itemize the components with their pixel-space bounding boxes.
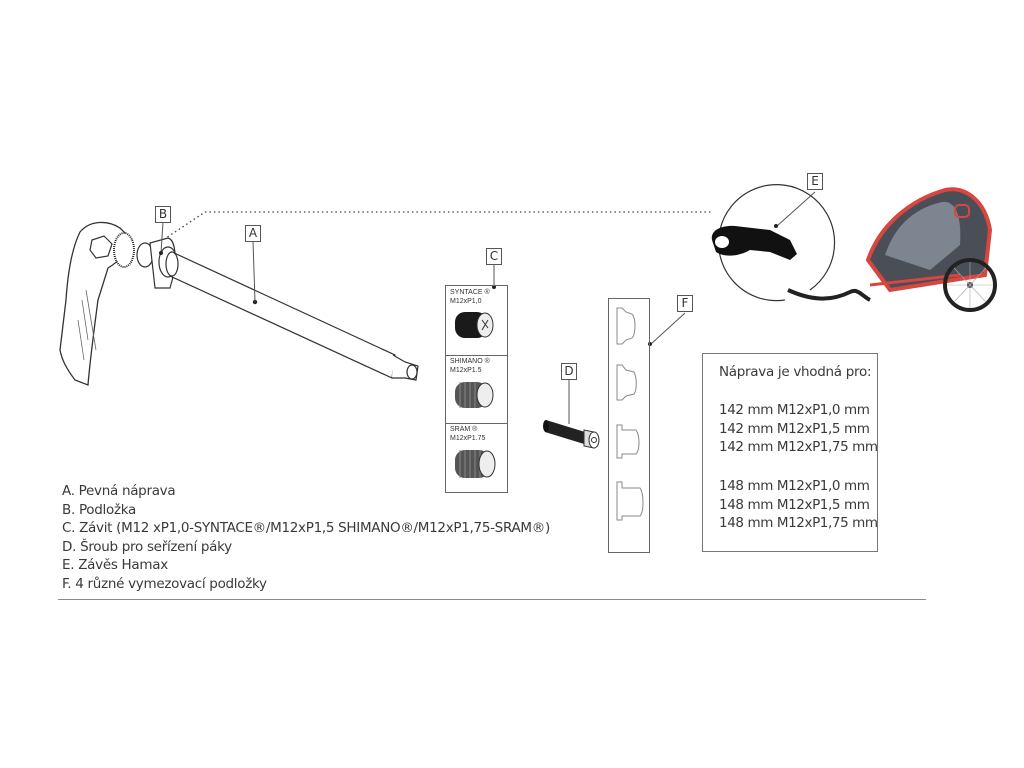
compatibility-box: Náprava je vhodná pro: 142 mm M12xP1,0 m…	[702, 353, 878, 552]
compatibility-item: 148 mm M12xP1,75 mm	[719, 515, 878, 531]
callout-d: D	[561, 363, 577, 380]
legend-item-b: B. Podložka	[62, 501, 136, 518]
compatibility-item: 142 mm M12xP1,5 mm	[719, 420, 870, 437]
callout-b: B	[155, 206, 171, 223]
thread-insert-syntace-icon	[455, 312, 494, 338]
hitch-detail	[711, 184, 836, 302]
thread-variant-syntace: SYNTACE ® M12xP1,0	[446, 286, 507, 356]
thread-spec: M12xP1,0	[450, 298, 482, 305]
screw-icon	[543, 420, 600, 449]
legend-item-d: D. Šroub pro seřízení páky	[62, 538, 232, 555]
thread-variants-panel: SYNTACE ® M12xP1,0 SHIMANO ® M12xP1.5 SR…	[445, 285, 508, 493]
thread-spec: M12xP1.75	[450, 435, 486, 442]
compatibility-item: 148 mm M12xP1,5 mm	[719, 496, 870, 513]
thread-brand: SHIMANO ®	[450, 358, 490, 365]
lever-icon	[59, 221, 135, 386]
compatibility-item: 148 mm M12xP1,0 mm	[719, 478, 870, 494]
thread-brand: SYNTACE ®	[450, 289, 490, 296]
spacers-panel	[608, 298, 650, 553]
spacer-4-icon	[616, 481, 644, 521]
thread-insert-sram-icon	[455, 450, 496, 478]
thread-variant-sram: SRAM ® M12xP1.75	[446, 423, 507, 492]
axle-icon	[165, 251, 419, 381]
callout-a: A	[245, 225, 261, 242]
thread-insert-shimano-icon	[455, 382, 494, 408]
thread-variant-shimano: SHIMANO ® M12xP1.5	[446, 355, 507, 424]
thread-brand: SRAM ®	[450, 426, 478, 433]
thread-spec: M12xP1.5	[450, 367, 482, 374]
callout-e: E	[807, 173, 823, 190]
spacer-2-icon	[616, 364, 637, 401]
bike-trailer-icon	[787, 187, 997, 312]
compatibility-title: Náprava je vhodná pro:	[719, 364, 872, 380]
divider-line	[58, 599, 926, 600]
parts-legend: A. Pevná náprava B. Podložka C. Závit (M…	[62, 482, 550, 594]
spacer-3-icon	[616, 424, 640, 459]
compatibility-item: 142 mm M12xP1,75 mm	[719, 439, 878, 455]
callout-c: C	[486, 248, 502, 265]
legend-item-f: F. 4 různé vymezovací podložky	[62, 575, 267, 592]
legend-item-c: C. Závit (M12 xP1,0-SYNTACE®/M12xP1,5 SH…	[62, 520, 550, 537]
compatibility-group-142: 142 mm M12xP1,0 mm 142 mm M12xP1,5 mm 14…	[719, 401, 878, 457]
callout-f: F	[677, 295, 693, 312]
compatibility-item: 142 mm M12xP1,0 mm	[719, 402, 870, 418]
hitch-icon	[711, 225, 797, 260]
spacer-icons	[616, 307, 644, 521]
dotted-leader-line	[159, 211, 712, 243]
spacer-1-icon	[616, 307, 636, 345]
compatibility-group-148: 148 mm M12xP1,0 mm 148 mm M12xP1,5 mm 14…	[719, 477, 878, 533]
legend-item-a: A. Pevná náprava	[62, 483, 176, 499]
legend-item-e: E. Závěs Hamax	[62, 557, 168, 574]
